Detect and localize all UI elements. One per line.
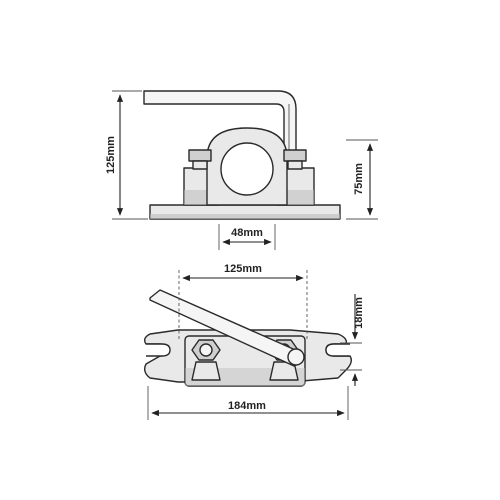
dim-thickness: 18mm (340, 294, 365, 386)
dim-bolt-spacing: 125mm (178, 263, 308, 340)
top-left-slot (146, 343, 171, 357)
top-view: 125mm 18mm 184mm (143, 263, 365, 420)
top-right-slot (325, 343, 350, 357)
front-left-bolt (188, 149, 212, 170)
dim-height-clamp: 75mm (346, 139, 378, 220)
label-height-total: 125mm (105, 136, 117, 174)
front-view: 125mm 75mm 48mm (105, 90, 378, 250)
label-base-length: 184mm (228, 400, 266, 412)
label-bolt-spacing: 125mm (224, 263, 262, 275)
front-right-bolt (283, 149, 307, 170)
top-handle (149, 289, 305, 367)
label-bore-diameter: 48mm (231, 227, 263, 239)
dim-base-length: 184mm (147, 386, 349, 420)
label-thickness: 18mm (353, 297, 365, 329)
label-height-clamp: 75mm (353, 163, 365, 195)
dim-bore-diameter: 48mm (218, 224, 276, 250)
dim-height-total: 125mm (105, 90, 148, 220)
front-bore (220, 142, 274, 196)
top-left-bolt (191, 339, 221, 381)
